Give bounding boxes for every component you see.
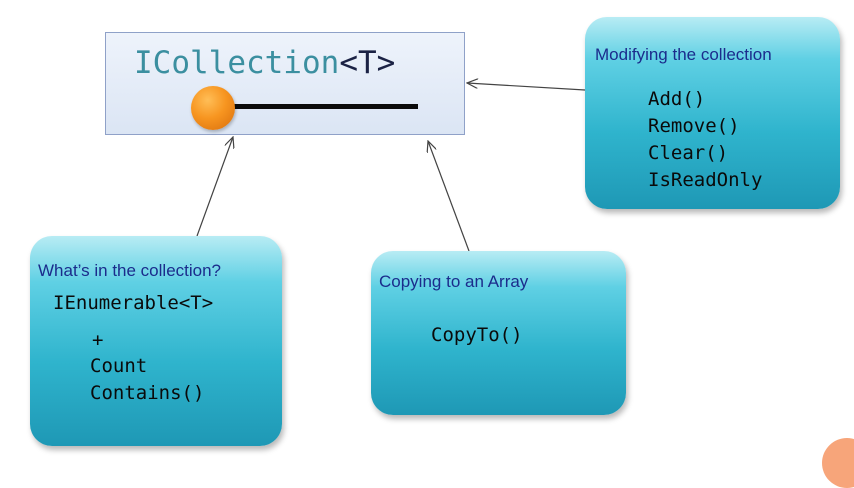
member-copyto: CopyTo() <box>431 324 523 346</box>
callout-copying-to-array: Copying to an Array CopyTo() <box>371 251 626 415</box>
member-isreadonly: IsReadOnly <box>648 169 763 191</box>
arrow-inside-to-interface <box>196 137 233 237</box>
corner-decoration <box>822 438 854 488</box>
interface-type-param: <T> <box>339 45 396 81</box>
member-remove: Remove() <box>648 115 740 137</box>
lollipop-stick <box>231 104 418 109</box>
member-clear: Clear() <box>648 142 729 164</box>
callout-whats-in-collection: What’s in the collection? IEnumerable<T>… <box>30 236 282 446</box>
diagram-slide: ICollection<T> Modifying the collection … <box>30 17 854 488</box>
member-count: Count <box>90 355 148 377</box>
interface-name: ICollection <box>134 45 340 81</box>
callout-copying-title: Copying to an Array <box>379 272 529 291</box>
icollection-interface-box: ICollection<T> <box>105 32 465 135</box>
arrow-modify-to-interface <box>467 83 586 91</box>
interface-lollipop-icon <box>191 86 418 130</box>
callout-whats-in-title: What’s in the collection? <box>38 261 222 280</box>
lollipop-ball <box>191 86 235 130</box>
arrow-copy-to-interface <box>428 141 470 252</box>
member-add: Add() <box>648 88 706 110</box>
member-contains: Contains() <box>90 382 205 404</box>
plus-sign: + <box>92 329 104 351</box>
callout-modifying-collection: Modifying the collection Add() Remove() … <box>585 17 840 209</box>
callout-modifying-title: Modifying the collection <box>595 45 772 64</box>
interface-title: ICollection<T> <box>134 45 395 81</box>
base-ienumerable: IEnumerable<T> <box>53 292 214 314</box>
